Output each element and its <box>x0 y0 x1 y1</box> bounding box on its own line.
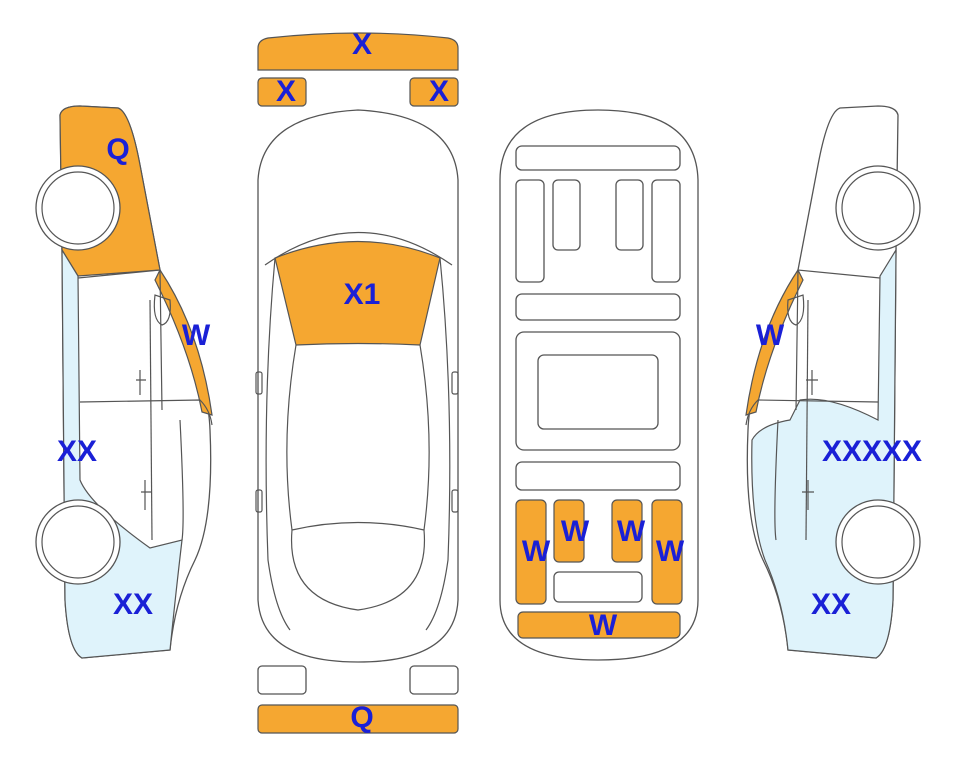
right-side-view <box>745 105 921 659</box>
left-side-view <box>35 105 213 659</box>
label-right-doors: XXXXX <box>822 435 922 468</box>
right-handle-front <box>806 370 818 395</box>
label-interior-front-right: W <box>656 535 685 568</box>
right-front-wheel <box>835 165 921 251</box>
right-handle-rear <box>802 480 814 510</box>
interior-view <box>499 109 699 661</box>
left-mirror <box>153 294 171 326</box>
front-seat-left-inner <box>552 179 581 251</box>
label-front-bumper-top: X <box>352 28 372 61</box>
left-mirror-top <box>255 371 263 395</box>
label-right-a-pillar: W <box>756 319 785 352</box>
rear-console-bar <box>515 461 681 491</box>
rear-window <box>290 521 426 611</box>
right-handle-top <box>451 489 459 513</box>
label-left-doors: XX <box>57 435 97 468</box>
rear-seat-right-outer <box>651 499 683 605</box>
left-front-wheel-rim <box>41 171 115 245</box>
label-front-right-light: X <box>429 75 449 108</box>
left-handle-front <box>136 370 146 395</box>
front-left-light-panel <box>257 77 307 107</box>
label-right-rear-quarter: XX <box>811 588 851 621</box>
left-door-line-4 <box>179 419 184 541</box>
front-seat-left-outer <box>515 179 545 283</box>
center-console-bar <box>515 293 681 321</box>
center-console <box>537 354 659 430</box>
front-seat-right-outer <box>651 179 681 283</box>
rear-seat-left-inner <box>553 499 585 563</box>
right-mirror-top <box>451 371 459 395</box>
right-rear-wheel <box>835 499 921 585</box>
left-front-wheel <box>35 165 121 251</box>
rear-left-light <box>257 665 307 695</box>
right-door-line-4 <box>774 419 779 541</box>
right-rear-wheel-rim <box>841 505 915 579</box>
body-left-edge <box>265 257 291 631</box>
label-front-left-light: X <box>276 75 296 108</box>
rear-center-box <box>553 571 643 603</box>
label-interior-front-center-left: W <box>561 515 590 548</box>
left-handle-top <box>255 489 263 513</box>
left-door-line-3 <box>149 299 153 541</box>
right-front-wheel-rim <box>841 171 915 245</box>
label-interior-rear-bench: W <box>589 609 618 642</box>
left-handle-rear <box>141 480 151 510</box>
front-right-light-panel <box>409 77 459 107</box>
label-windshield: X1 <box>344 278 381 311</box>
right-door-line-1 <box>795 269 881 411</box>
rear-seat-right-inner <box>611 499 643 563</box>
body-right-edge <box>425 257 451 631</box>
rear-bench-panel <box>517 611 681 639</box>
label-interior-front-center-right: W <box>617 515 646 548</box>
label-rear-bumper: Q <box>350 701 373 734</box>
left-rear-wheel-rim <box>41 505 115 579</box>
left-a-pillar-panel <box>154 268 213 416</box>
right-door-line-3 <box>805 299 809 541</box>
label-left-a-pillar: W <box>182 319 211 352</box>
top-view <box>255 32 459 734</box>
left-door-line-2 <box>79 399 213 426</box>
damage-labels: X X X X1 Q Q W XX XX W XXXXX XX W W W W … <box>57 28 922 734</box>
dashboard <box>515 145 681 171</box>
roof-left-line <box>286 344 297 531</box>
label-left-rear-quarter: XX <box>113 588 153 621</box>
front-seat-right-inner <box>615 179 644 251</box>
label-interior-front-left: W <box>522 535 551 568</box>
front-bumper-top-panel <box>257 32 459 71</box>
right-door-line-2 <box>745 399 879 426</box>
rear-seat-left-outer <box>515 499 547 605</box>
top-body-outline <box>257 109 459 663</box>
left-rear-wheel <box>35 499 121 585</box>
left-door-line-1 <box>77 269 163 411</box>
roof-right-line <box>419 344 430 531</box>
label-left-front-fender: Q <box>106 133 129 166</box>
right-mirror <box>787 294 805 326</box>
rear-right-light <box>409 665 459 695</box>
hood-line <box>264 232 453 266</box>
right-a-pillar-panel <box>745 268 804 416</box>
rear-bumper-panel <box>257 704 459 734</box>
